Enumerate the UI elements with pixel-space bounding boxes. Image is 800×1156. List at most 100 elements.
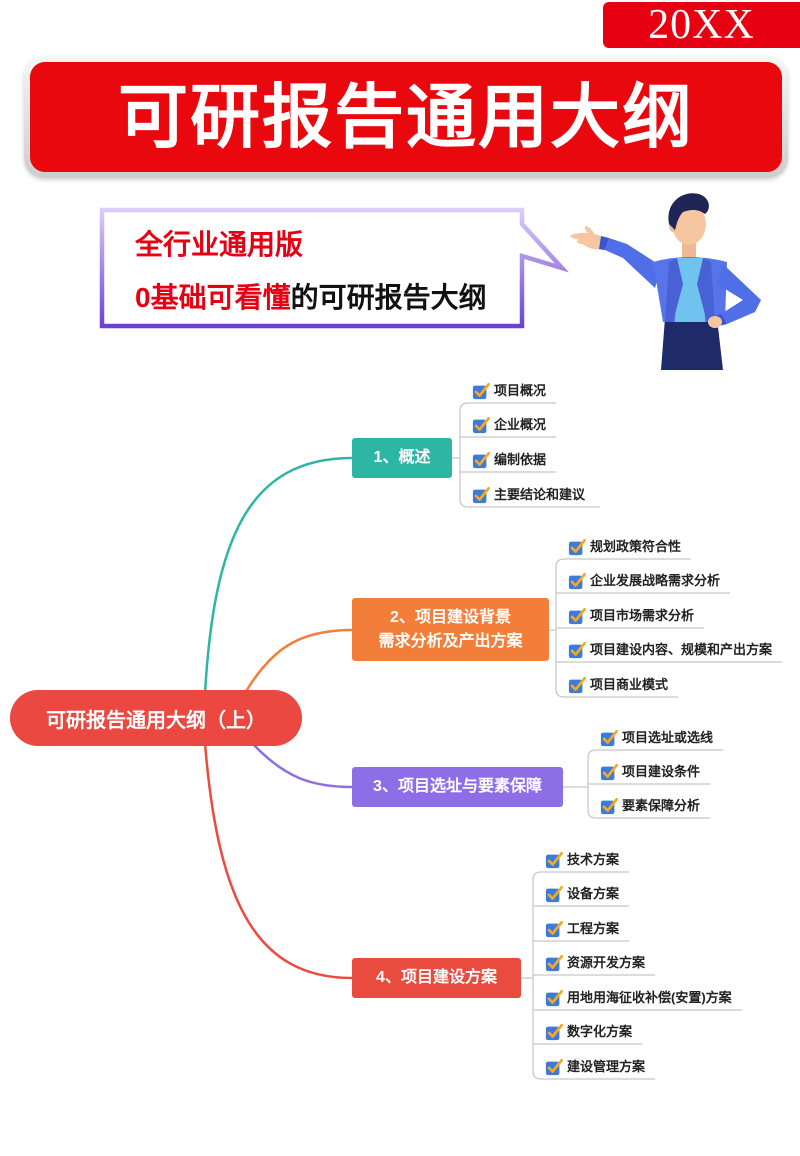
leaf-label: 企业发展战略需求分析 [590, 573, 721, 588]
branch-curve-1 [203, 456, 353, 694]
person-pants [661, 318, 723, 370]
checkbox-checked-icon [472, 451, 490, 469]
person-hand-on-hip [708, 316, 722, 328]
bubble-line-1-text: 全行业通用版 [135, 229, 304, 260]
checkbox-checked-icon [568, 607, 586, 625]
person-left-cuff [598, 236, 609, 250]
leaf-label: 用地用海征收补偿(安置)方案 [567, 990, 732, 1005]
leaf-item: 企业概况 [472, 415, 546, 435]
person-lapel-right [697, 258, 715, 322]
branch-curve-3 [251, 742, 353, 789]
leaf-label: 项目建设条件 [622, 764, 701, 779]
bubble-line-2-rest: 的可研报告大纲 [290, 282, 487, 313]
checkbox-checked-icon [545, 1058, 563, 1076]
leaf-label: 工程方案 [567, 921, 620, 936]
checkbox-checked-icon [545, 989, 563, 1007]
branch-curve-4 [203, 742, 353, 980]
branch-node-2: 2、项目建设背景 需求分析及产出方案 [352, 598, 549, 661]
leaf-label: 项目选址或选线 [622, 730, 714, 745]
leaf-label: 企业概况 [494, 417, 547, 432]
leaf-item: 项目商业模式 [568, 675, 668, 695]
person-right-sleeve [717, 264, 761, 324]
checkbox-checked-icon [472, 486, 490, 504]
leaf-item: 工程方案 [545, 919, 619, 939]
leaf-item: 企业发展战略需求分析 [568, 571, 720, 591]
leaf-label: 项目商业模式 [590, 677, 669, 692]
title-banner: 可研报告通用大纲 [24, 56, 788, 178]
leaf-label: 项目建设内容、规模和产出方案 [590, 642, 773, 657]
leaf-label: 项目市场需求分析 [590, 608, 695, 623]
leaf-label: 资源开发方案 [567, 955, 646, 970]
leaf-item: 资源开发方案 [545, 953, 645, 973]
leaf-item: 数字化方案 [545, 1022, 632, 1042]
checkbox-checked-icon [600, 763, 618, 781]
checkbox-checked-icon [545, 1023, 563, 1041]
leaf-item: 项目建设条件 [600, 762, 700, 782]
checkbox-checked-icon [568, 676, 586, 694]
presenter-person-icon [570, 193, 761, 370]
speech-bubble-outline [99, 207, 570, 329]
checkbox-checked-icon [600, 729, 618, 747]
leaf-label: 项目概况 [494, 383, 547, 398]
branch-node-3: 3、项目选址与要素保障 [352, 767, 563, 807]
leaf-label: 编制依据 [494, 452, 547, 467]
root-label: 可研报告通用大纲（上） [46, 709, 266, 732]
leaf-item: 编制依据 [472, 450, 546, 470]
leaf-label: 规划政策符合性 [590, 539, 682, 554]
checkbox-checked-icon [568, 572, 586, 590]
checkbox-checked-icon [545, 954, 563, 972]
checkbox-checked-icon [545, 851, 563, 869]
speech-bubble [99, 207, 570, 329]
branch-label: 3、项目选址与要素保障 [373, 778, 542, 795]
branch-node-1: 1、概述 [352, 438, 452, 478]
checkbox-checked-icon [472, 416, 490, 434]
leaf-item: 项目选址或选线 [600, 728, 713, 748]
leaf-connectors-branch-2 [549, 558, 782, 698]
leaf-item: 技术方案 [545, 850, 619, 870]
branch-label-line-1: 2、项目建设背景 [390, 608, 511, 626]
branch-curve-2 [243, 628, 353, 694]
leaf-label: 建设管理方案 [567, 1059, 646, 1074]
checkbox-checked-icon [568, 538, 586, 556]
leaf-item: 用地用海征收补偿(安置)方案 [545, 988, 732, 1008]
leaf-connectors-branch-4 [521, 871, 742, 1080]
leaf-item: 建设管理方案 [545, 1057, 645, 1077]
branch-label: 4、项目建设方案 [376, 969, 497, 986]
branch-label-line-2: 需求分析及产出方案 [378, 632, 523, 650]
person-hair [668, 193, 709, 230]
leaf-connectors-branch-3 [563, 749, 723, 819]
leaf-item: 规划政策符合性 [568, 537, 681, 557]
leaf-item: 项目市场需求分析 [568, 606, 694, 626]
mindmap-root-node: 可研报告通用大纲（上） [10, 690, 302, 746]
branch-label: 1、概述 [373, 449, 431, 466]
branch-node-4: 4、项目建设方案 [352, 958, 521, 998]
leaf-label: 数字化方案 [567, 1024, 633, 1039]
year-badge: 20XX [603, 2, 800, 48]
leaf-item: 主要结论和建议 [472, 485, 585, 505]
leaf-item: 要素保障分析 [600, 796, 700, 816]
leaf-label: 设备方案 [567, 886, 620, 901]
leaf-item: 项目概况 [472, 381, 546, 401]
checkbox-checked-icon [568, 641, 586, 659]
person-neck [682, 242, 696, 260]
person-open-hand [570, 232, 601, 250]
checkbox-checked-icon [545, 885, 563, 903]
bubble-line-2-highlight: 0基础可看懂 [135, 282, 291, 313]
leaf-label: 要素保障分析 [622, 798, 701, 813]
person-lapel-left [665, 258, 683, 322]
leaf-item: 设备方案 [545, 884, 619, 904]
title-banner-fill: 可研报告通用大纲 [30, 62, 782, 172]
checkbox-checked-icon [545, 920, 563, 938]
year-text: 20XX [648, 2, 755, 48]
leaf-connectors-branch-1 [452, 402, 600, 508]
leaf-item: 项目建设内容、规模和产出方案 [568, 640, 772, 660]
person-thumb [584, 226, 595, 236]
poster-title: 可研报告通用大纲 [118, 78, 694, 156]
bubble-line-1: 全行业通用版 [135, 229, 303, 261]
leaf-label: 主要结论和建议 [494, 487, 586, 502]
person-shirt [675, 258, 705, 322]
bubble-line-2: 0基础可看懂的可研报告大纲 [135, 282, 487, 314]
checkbox-checked-icon [600, 797, 618, 815]
